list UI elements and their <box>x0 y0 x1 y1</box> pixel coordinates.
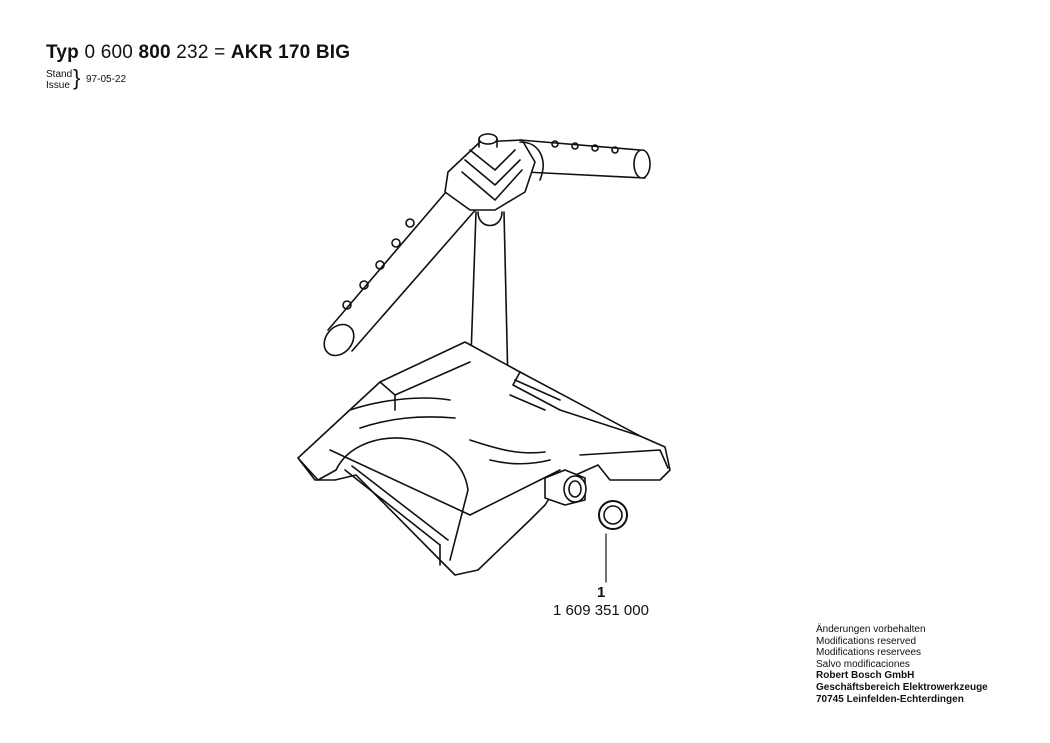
sprinkler-arm-left <box>323 184 479 357</box>
model-name: AKR 170 BIG <box>230 42 351 63</box>
o-ring-part-1 <box>598 500 628 530</box>
type-number-b: 800 <box>138 42 171 63</box>
document-title: Typ 0 600 800 232 = AKR 170 BIG <box>46 42 350 64</box>
sprinkler-arm-right <box>519 139 651 179</box>
issue-label: Issue <box>46 80 70 91</box>
typ-label: Typ <box>46 42 79 63</box>
part-number: 1 609 351 000 <box>553 602 649 619</box>
sprinkler-base <box>297 341 671 576</box>
modifications-notice: Änderungen vorbehalten Modifications res… <box>816 624 988 705</box>
issue-date: 97-05-22 <box>86 74 127 85</box>
company-address: 70745 Leinfelden-Echterdingen <box>816 693 964 705</box>
notice-line: Änderungen vorbehalten <box>816 624 926 635</box>
notice-line: Modifications reservees <box>816 647 922 659</box>
equals-sign: = <box>214 42 226 63</box>
notice-line: Modifications reserved <box>816 635 917 647</box>
company-name: Robert Bosch GmbH <box>816 670 915 682</box>
type-number-a: 0 600 <box>84 42 133 63</box>
type-number-c: 232 <box>176 42 209 63</box>
position-number: 1 <box>597 584 606 601</box>
stand-label: Stand <box>46 69 73 80</box>
stand-issue-labels: Stand Issue <box>46 69 72 91</box>
brace-glyph: } <box>73 65 81 90</box>
notice-line: Salvo modificaciones <box>816 658 910 670</box>
rotor-hub <box>444 133 544 211</box>
company-division: Geschäftsbereich Elektrowerkzeuge <box>816 681 988 693</box>
hose-connector <box>544 469 587 506</box>
